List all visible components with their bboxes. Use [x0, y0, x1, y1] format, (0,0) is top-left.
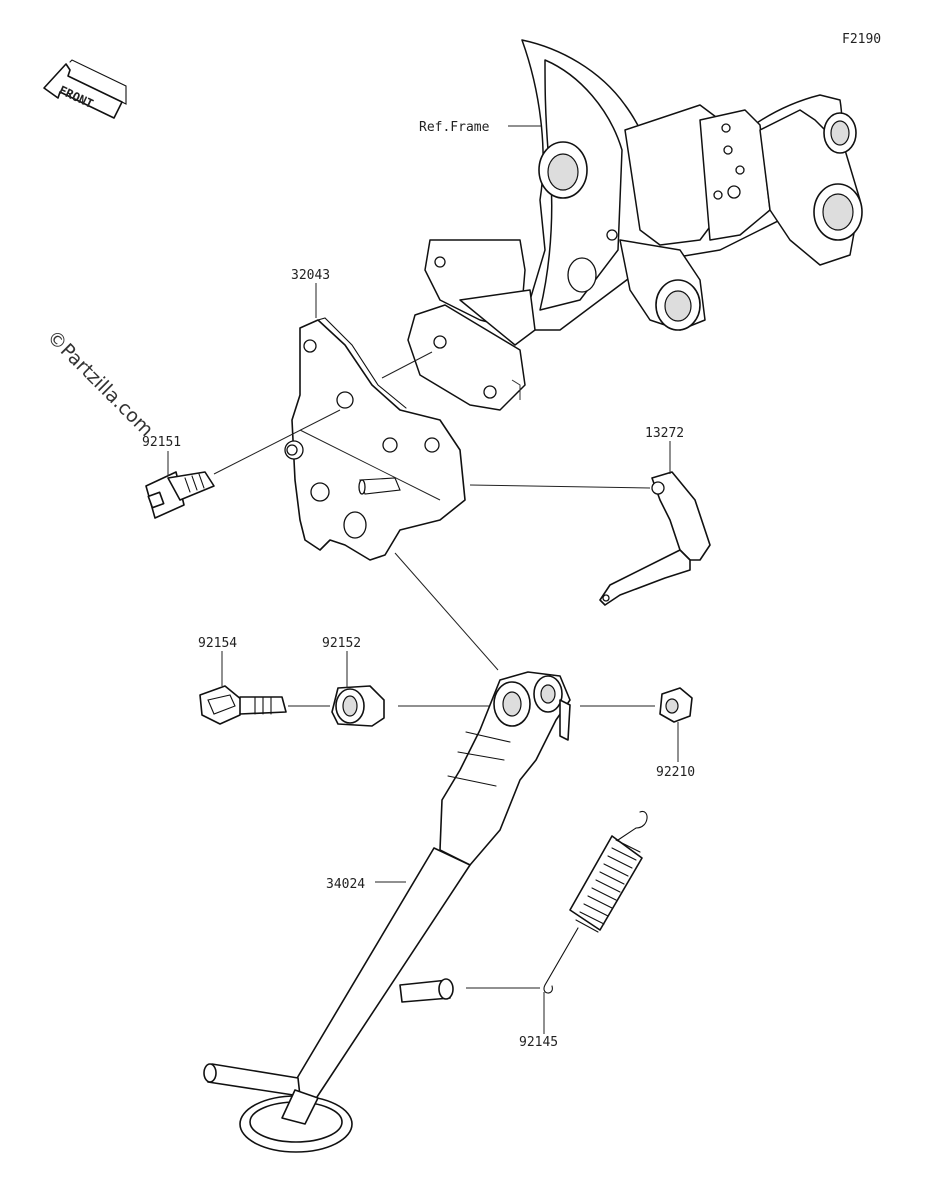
- label-92151: 92151: [142, 435, 181, 450]
- nut-92210: 92210: [656, 687, 695, 780]
- sidestand-34024: 34024: [203, 552, 571, 1153]
- ref-frame-label: Ref.Frame: [419, 120, 490, 135]
- spring-92145: 92145: [466, 810, 648, 1050]
- label-34024: 34024: [326, 877, 365, 892]
- collar-92152: 92152: [322, 636, 385, 727]
- plate-13272: 13272: [599, 426, 711, 606]
- frame-reference: Ref.Frame: [407, 39, 863, 411]
- bolt-92151: 92151: [142, 409, 341, 519]
- label-92210: 92210: [656, 765, 695, 780]
- label-92154: 92154: [198, 636, 237, 651]
- label-92152: 92152: [322, 636, 361, 651]
- diagram-code: F2190: [842, 32, 881, 47]
- bolt-92154: 92154: [198, 636, 287, 725]
- label-32043: 32043: [291, 268, 330, 283]
- front-arrow-icon: FRONT: [43, 59, 127, 119]
- bracket-32043: 32043: [284, 268, 466, 561]
- partzilla-watermark: ©Partzilla.com: [42, 326, 157, 441]
- label-13272: 13272: [645, 426, 684, 441]
- label-92145: 92145: [519, 1035, 558, 1050]
